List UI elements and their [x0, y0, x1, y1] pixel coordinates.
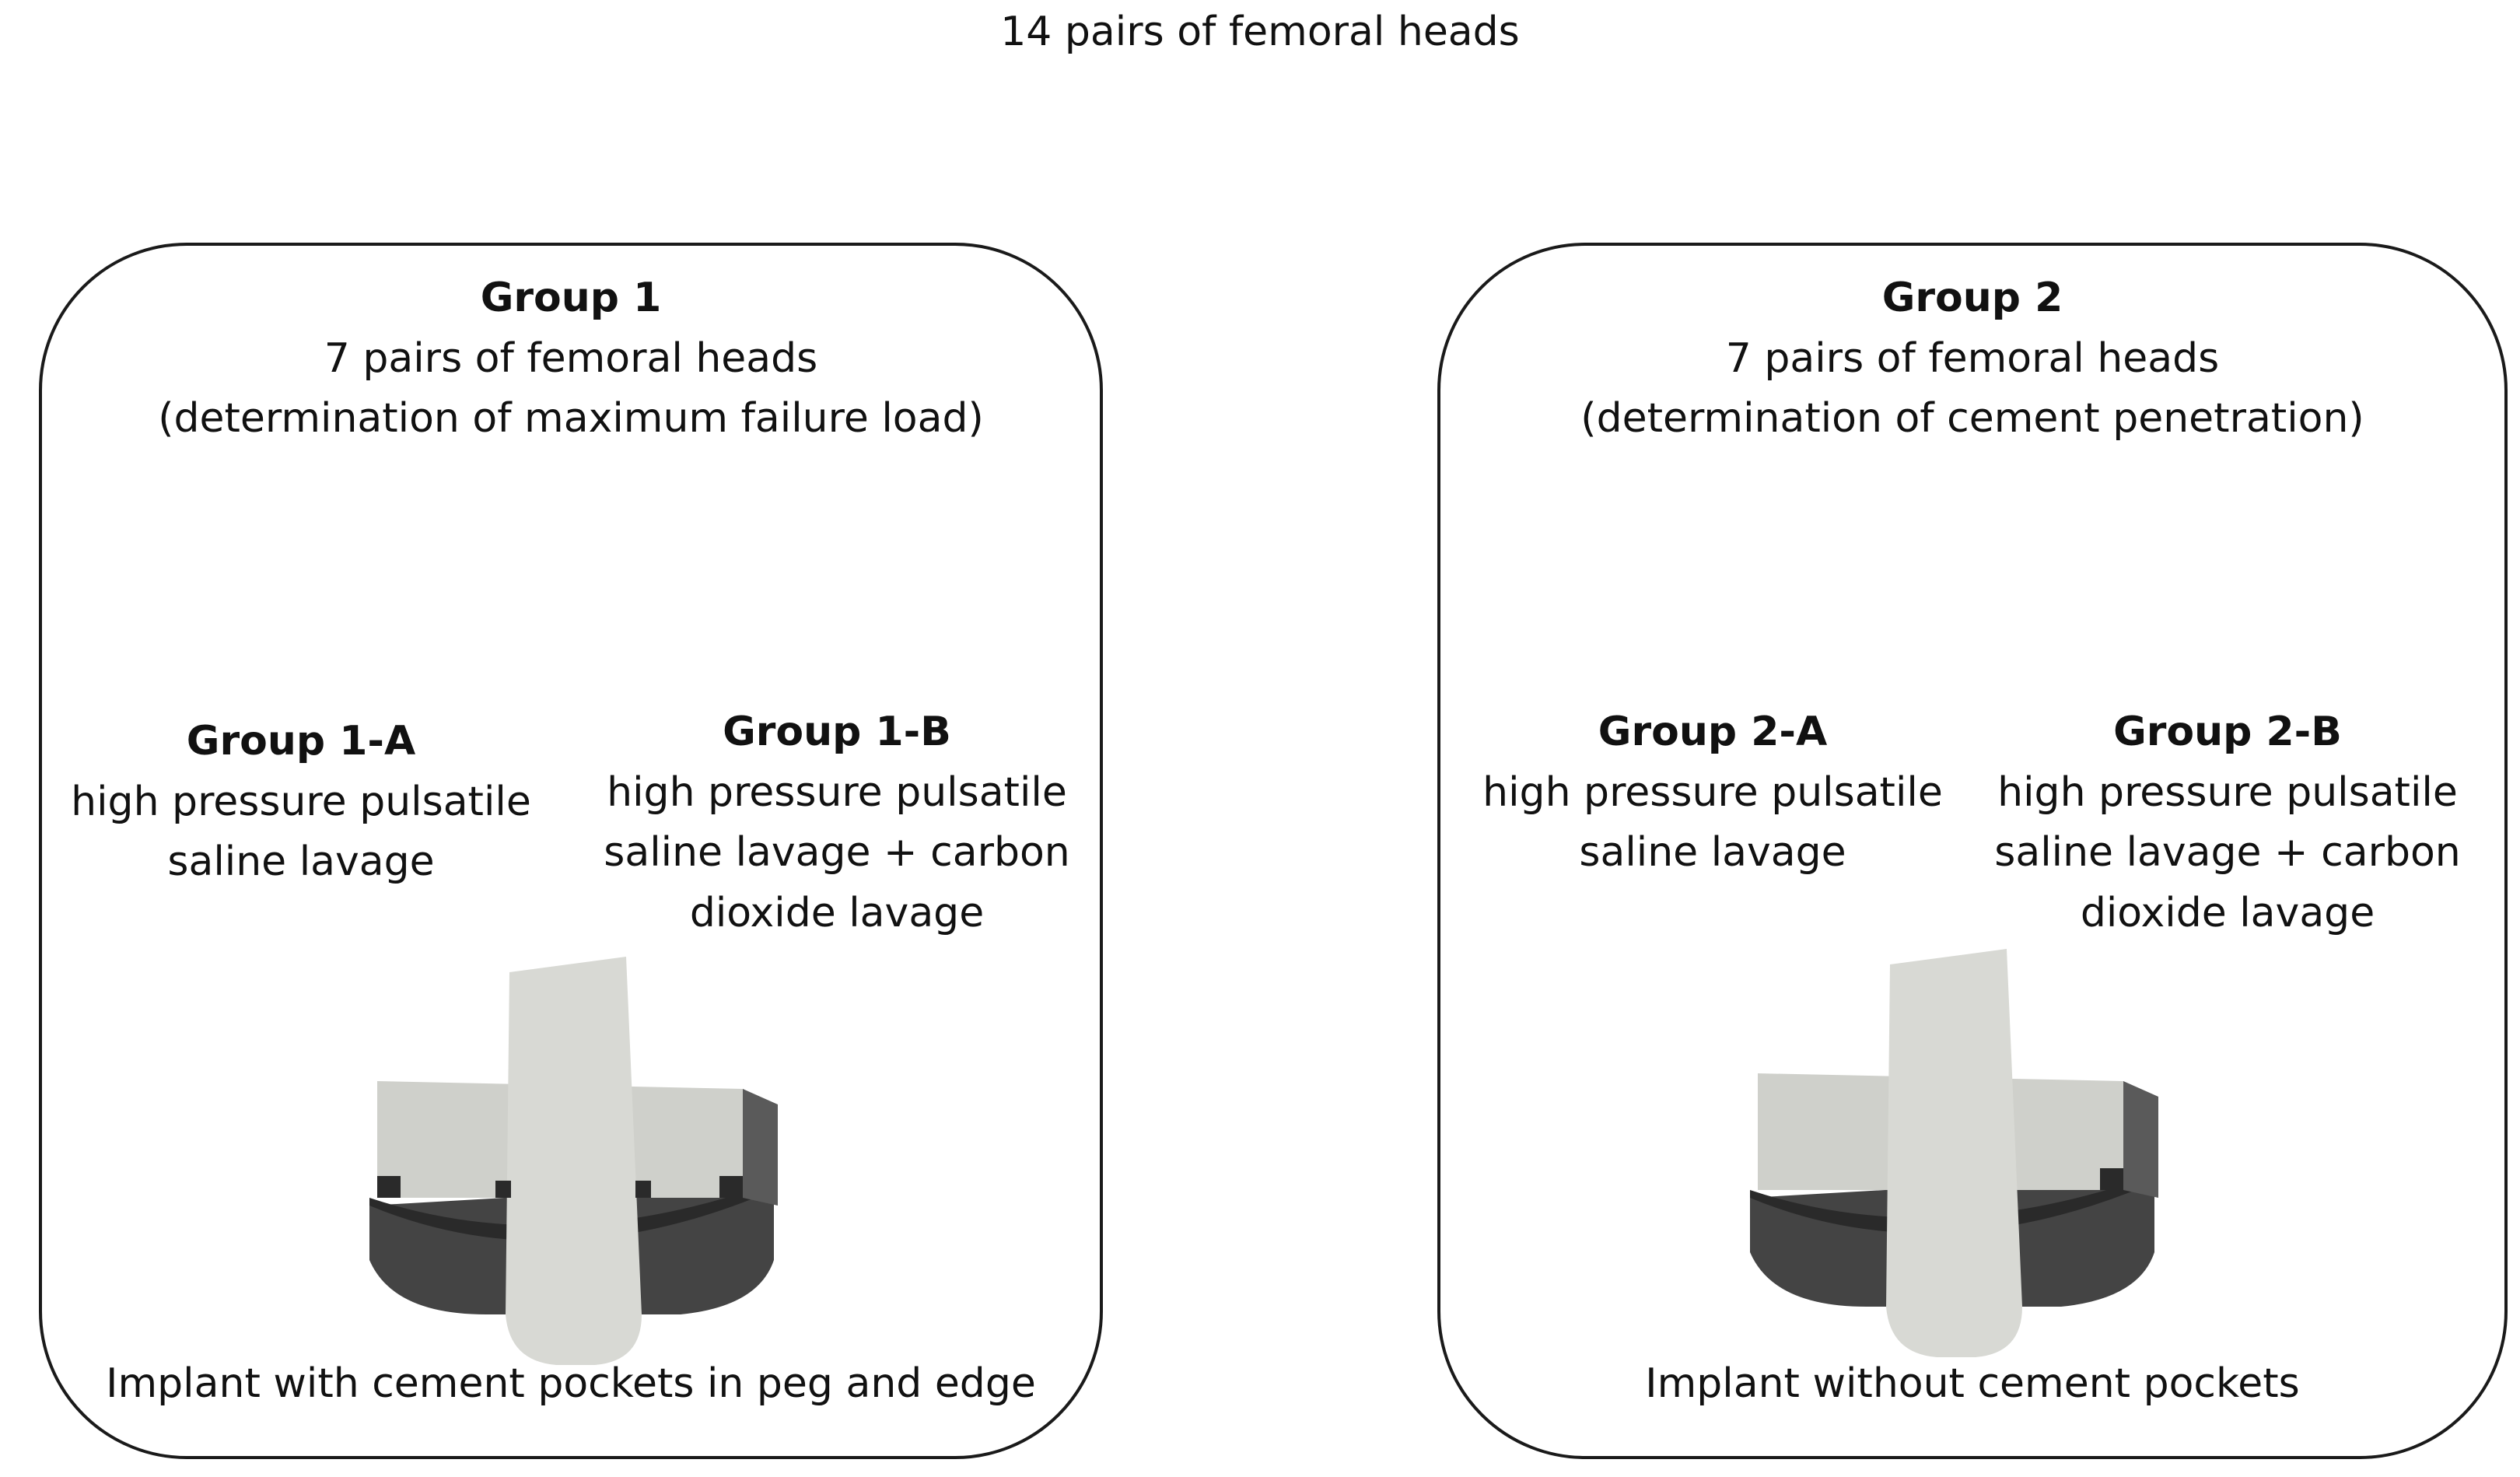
group-2-purpose: (determination of cement penetration) — [1580, 395, 2364, 442]
group-2a-title: Group 2-A — [1598, 709, 1828, 755]
diagram-title: 14 pairs of femoral heads — [1000, 9, 1520, 55]
group-2a-line1: high pressure pulsatile — [1482, 769, 1943, 816]
group-2b-title: Group 2-B — [2113, 709, 2342, 755]
group-1b-line2: saline lavage + carbon — [604, 829, 1070, 876]
group-2-implant-caption: Implant without cement pockets — [1645, 1360, 2300, 1407]
group-1b-line3: dioxide lavage — [689, 890, 985, 936]
group-1-implant-caption: Implant with cement pockets in peg and e… — [106, 1360, 1036, 1407]
implant-without-pockets-icon — [1750, 949, 2158, 1357]
group-1-description: 7 pairs of femoral heads — [324, 335, 818, 382]
group-1a-line1: high pressure pulsatile — [71, 779, 531, 825]
group-2a-line2: saline lavage — [1579, 829, 1846, 876]
group-1-title: Group 1 — [480, 275, 662, 321]
group-1a-title: Group 1-A — [186, 718, 416, 765]
group-2b-line3: dioxide lavage — [2080, 890, 2375, 936]
group-2-description: 7 pairs of femoral heads — [1725, 335, 2220, 382]
group-1a-line2: saline lavage — [167, 838, 435, 885]
group-1-purpose: (determination of maximum failure load) — [158, 395, 984, 442]
group-2b-line2: saline lavage + carbon — [1994, 829, 2461, 876]
group-1b-line1: high pressure pulsatile — [607, 769, 1067, 816]
group-2-title: Group 2 — [1881, 275, 2063, 321]
group-1b-title: Group 1-B — [723, 709, 951, 755]
implant-with-pockets-icon — [369, 957, 778, 1365]
group-2b-line1: high pressure pulsatile — [1997, 769, 2458, 816]
